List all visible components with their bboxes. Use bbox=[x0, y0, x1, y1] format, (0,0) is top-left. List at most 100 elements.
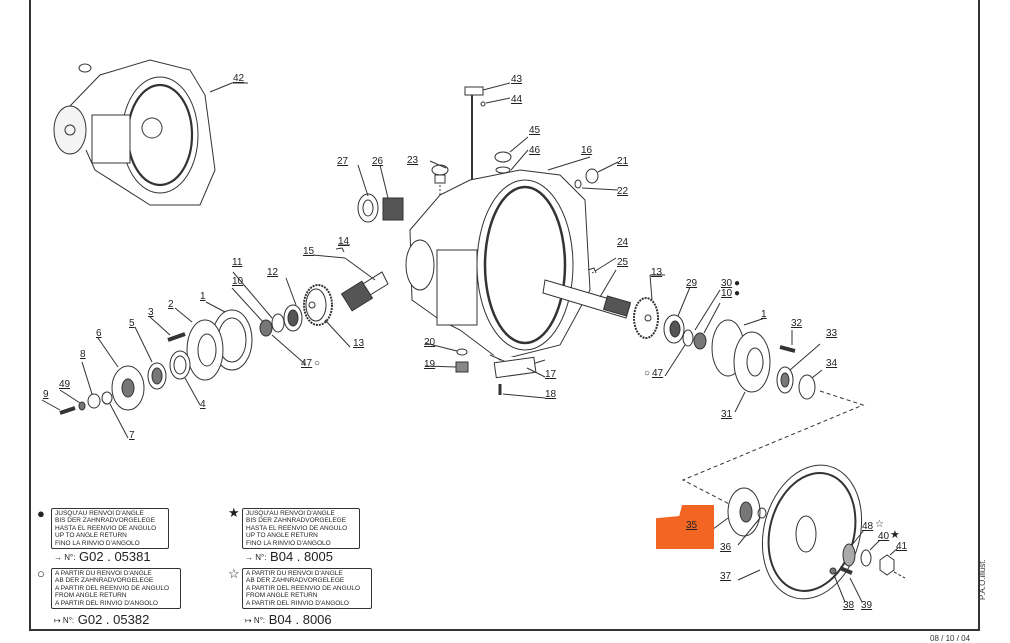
callout-23[interactable]: 23 bbox=[407, 155, 419, 166]
callout-41[interactable]: 41 bbox=[896, 541, 908, 552]
callout-38[interactable]: 38 bbox=[843, 600, 855, 611]
callout-13-right[interactable]: 13 bbox=[651, 267, 663, 278]
legend-line: AB DER ZAHNRADVORGELEGE bbox=[55, 577, 154, 585]
legend-ref-prefix: → N°: bbox=[54, 553, 76, 563]
callout-43[interactable]: 43 bbox=[511, 74, 523, 85]
part-27-bearing-icon bbox=[357, 193, 379, 223]
part-10-right-bearing-icon bbox=[693, 332, 707, 350]
part-10-bearing-icon bbox=[259, 319, 273, 337]
part-20-washer-icon bbox=[456, 348, 468, 356]
legend-line: HASTA EL REENVIO DE ANGULO bbox=[246, 524, 348, 532]
callout-31[interactable]: 31 bbox=[721, 409, 733, 420]
part-4-bearing-icon bbox=[169, 350, 191, 380]
callout-16[interactable]: 16 bbox=[581, 145, 593, 156]
callout-45[interactable]: 45 bbox=[529, 125, 541, 136]
part-13-right-gear-icon bbox=[633, 274, 665, 339]
legend-ref-g02-05382: ↦ N°: G02 . 05382 bbox=[54, 613, 149, 627]
part-3-bolt-icon bbox=[167, 332, 186, 342]
legend-filled-star-icon: ★ bbox=[228, 505, 240, 520]
callout-36[interactable]: 36 bbox=[720, 542, 732, 553]
legend-line: AB DER ZAHNRADVORGELEGE bbox=[246, 577, 345, 585]
callout-10[interactable]: 10 bbox=[232, 276, 244, 287]
callout-35[interactable]: 35 bbox=[686, 520, 698, 531]
callout-34[interactable]: 34 bbox=[826, 358, 838, 369]
callout-49[interactable]: 49 bbox=[59, 379, 71, 390]
callout-30[interactable]: 30 bbox=[721, 278, 733, 289]
callout-24[interactable]: 24 bbox=[617, 237, 629, 248]
filled-star-marker: ★ bbox=[890, 529, 900, 541]
callout-18[interactable]: 18 bbox=[545, 389, 557, 400]
callout-47-left[interactable]: 47 bbox=[301, 358, 313, 369]
legend-line: UP TO ANGLE RETURN bbox=[246, 532, 318, 540]
legend-line: FINO LA RINVIO D'ANGOLO bbox=[246, 539, 331, 547]
open-circle-marker: ○ bbox=[314, 358, 321, 369]
open-star-marker: ☆ bbox=[875, 519, 884, 530]
legend-box-from-return-star: A PARTIR DU RENVOI D'ANGLE AB DER ZAHNRA… bbox=[242, 568, 372, 610]
callout-1-left[interactable]: 1 bbox=[200, 291, 206, 302]
callout-22[interactable]: 22 bbox=[617, 186, 629, 197]
part-26-roller-icon bbox=[382, 197, 404, 221]
callout-9[interactable]: 9 bbox=[43, 389, 49, 400]
callout-19[interactable]: 19 bbox=[424, 359, 436, 370]
part-40-washer-icon bbox=[860, 549, 872, 567]
callout-11[interactable]: 11 bbox=[232, 257, 243, 268]
callout-17[interactable]: 17 bbox=[545, 369, 557, 380]
open-circle-marker: ○ bbox=[644, 368, 651, 379]
part-7-oring-icon bbox=[101, 391, 113, 405]
legend-line: FROM ANGLE RETURN bbox=[246, 592, 318, 600]
part-49-washer-icon bbox=[78, 401, 86, 411]
part-43-dipstick-icon bbox=[464, 82, 511, 195]
callout-3[interactable]: 3 bbox=[148, 307, 154, 318]
callout-12[interactable]: 12 bbox=[267, 267, 279, 278]
legend-line: UP TO ANGLE RETURN bbox=[55, 532, 127, 540]
callout-32[interactable]: 32 bbox=[791, 318, 803, 329]
legend-ref-b04-8005: → N°: B04 . 8005 bbox=[245, 550, 333, 564]
legend-line: FINO LA RINVIO D'ANGOLO bbox=[55, 539, 140, 547]
callout-42[interactable]: 42 bbox=[233, 73, 245, 84]
callout-48[interactable]: 48 bbox=[862, 521, 874, 532]
callout-13-left[interactable]: 13 bbox=[353, 338, 365, 349]
callout-6[interactable]: 6 bbox=[96, 328, 102, 339]
callout-47-right[interactable]: 47 bbox=[652, 368, 664, 379]
callout-20[interactable]: 20 bbox=[424, 337, 436, 348]
legend-open-star-icon: ☆ bbox=[228, 566, 240, 581]
callout-40[interactable]: 40 bbox=[878, 531, 890, 542]
legend-line: JUSQU'AU RENVOI D'ANGLE bbox=[55, 510, 144, 517]
callout-10-right[interactable]: 10 bbox=[721, 288, 733, 299]
callout-2[interactable]: 2 bbox=[168, 299, 174, 310]
callout-4[interactable]: 4 bbox=[200, 399, 206, 410]
callout-8[interactable]: 8 bbox=[80, 349, 86, 360]
part-25-shaft-icon bbox=[542, 257, 632, 319]
part-45-plug-icon bbox=[494, 136, 529, 174]
part-19-plug-icon bbox=[455, 361, 469, 373]
part-8-washer-icon bbox=[87, 393, 101, 409]
part-14-key-icon bbox=[335, 247, 345, 253]
callout-21[interactable]: 21 bbox=[617, 156, 629, 167]
callout-7[interactable]: 7 bbox=[129, 430, 135, 441]
callout-5[interactable]: 5 bbox=[129, 318, 135, 329]
part-11-ring-icon bbox=[271, 313, 285, 333]
legend-ref-number: G02 . 05382 bbox=[77, 612, 150, 627]
part-37-disc-icon bbox=[737, 464, 863, 600]
legend-ref-number: B04 . 8005 bbox=[270, 549, 333, 564]
callout-25[interactable]: 25 bbox=[617, 257, 629, 268]
callout-37[interactable]: 37 bbox=[720, 571, 732, 582]
callout-46[interactable]: 46 bbox=[529, 145, 541, 156]
legend-line: A PARTIR DEL RINVIO D'ANGOLO bbox=[55, 599, 158, 607]
legend-open-circle-icon: ○ bbox=[37, 566, 45, 581]
callout-14[interactable]: 14 bbox=[338, 236, 350, 247]
callout-44[interactable]: 44 bbox=[511, 94, 523, 105]
callout-29[interactable]: 29 bbox=[686, 278, 698, 289]
callout-1-right[interactable]: 1 bbox=[761, 309, 767, 320]
part-17-plate-icon bbox=[493, 356, 537, 379]
callout-26[interactable]: 26 bbox=[372, 156, 384, 167]
callout-39[interactable]: 39 bbox=[861, 600, 873, 611]
callout-27[interactable]: 27 bbox=[337, 156, 349, 167]
legend-ref-prefix: → N°: bbox=[245, 553, 267, 563]
callout-33[interactable]: 33 bbox=[826, 328, 838, 339]
part-15-shaft-icon bbox=[312, 254, 389, 312]
part-32-bolt-icon bbox=[779, 345, 796, 353]
part-16-housing-icon bbox=[405, 156, 591, 379]
callout-15[interactable]: 15 bbox=[303, 246, 315, 257]
legend-ref-g02-05381: → N°: G02 . 05381 bbox=[54, 550, 151, 564]
